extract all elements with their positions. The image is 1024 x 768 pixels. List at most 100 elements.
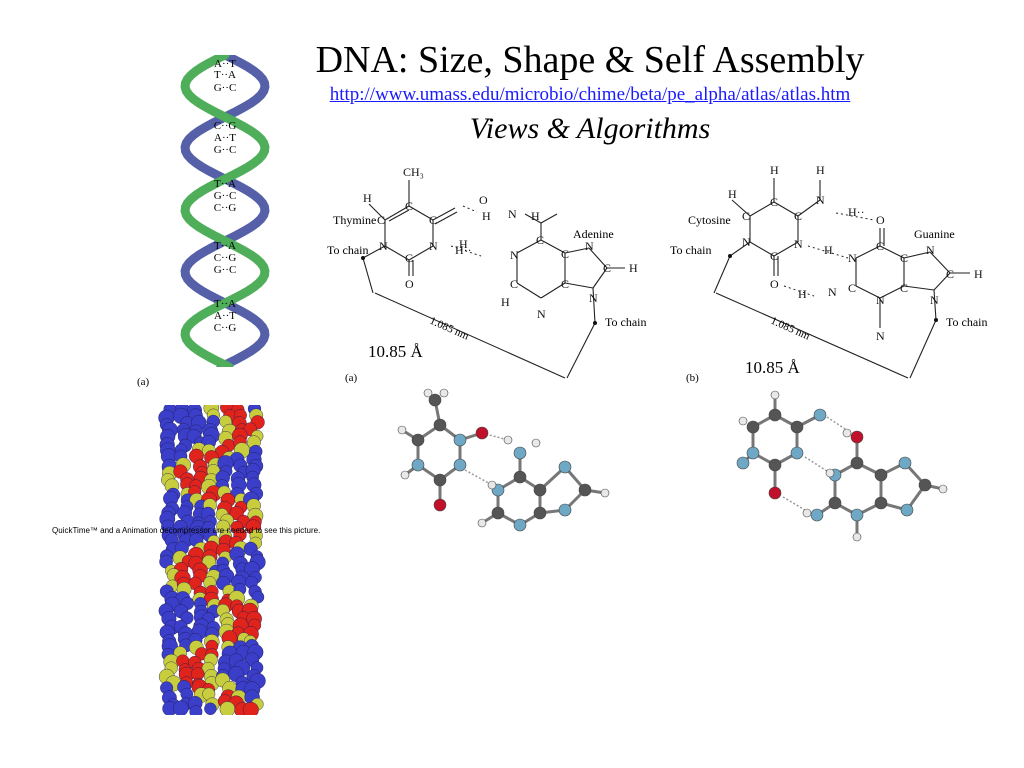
svg-text:C: C [429,213,437,227]
svg-text:N: N [537,307,546,321]
svg-text:C: C [536,233,544,247]
carbon-atom [533,483,547,497]
svg-text:C: C [876,239,884,253]
thymine-adenine-atoms [397,388,610,532]
svg-text:H: H [728,187,737,201]
carbon-atom [433,473,447,487]
svg-text:O: O [770,277,779,291]
svg-text:H··: H·· [455,243,472,257]
svg-text:N: N [794,237,803,251]
distance-angstrom-cg: 10.85 Å [745,358,800,377]
adenine-label: Adenine [573,227,614,241]
carbon-atom [491,506,505,520]
svg-text:H: H [798,287,807,301]
to-chain-left-cg: To chain [670,243,711,257]
double-helix-diagram: A··TT··AG··CC··GA··TG··CT··AG··CC··GT··A… [180,55,270,367]
nitrogen-atom [513,518,527,532]
hydrogen-atom [487,480,497,490]
oxygen-atom [768,486,782,500]
nitrogen-atom [513,446,527,460]
thymine-label: Thymine [333,213,376,227]
helix-pair-label: C··G [214,120,237,132]
nitrogen-atom [900,503,914,517]
model-atom [242,701,259,715]
distance-nm-cg: 1.085 nm [769,315,812,343]
space-filling-dna-model [158,405,266,715]
svg-text:H: H [482,209,491,223]
oxygen-atom [475,426,489,440]
helix-pair-label: G··C [214,144,237,156]
svg-text:H: H [501,295,510,309]
svg-text:C: C [603,261,611,275]
svg-text:N: N [876,329,885,343]
helix-pair-label: G··C [214,82,237,94]
hydrogen-atom [503,435,513,445]
carbon-atom [768,458,782,472]
svg-text:C: C [946,267,954,281]
oxygen-atom [433,498,447,512]
svg-text:C: C [770,249,778,263]
helix-strands [180,55,270,367]
svg-text:C: C [510,277,518,291]
hydrogen-atom [477,518,487,528]
carbon-atom [790,420,804,434]
nitrogen-atom [746,446,760,460]
carbon-atom [918,478,932,492]
carbon-atom [874,468,888,482]
nitrogen-atom [411,458,425,472]
hydrogen-atom [770,390,780,400]
cytosine-label: Cytosine [688,213,731,227]
svg-text:N: N [510,248,519,262]
carbon-atom [578,483,592,497]
svg-text:N: N [589,291,598,305]
nitrogen-atom [790,446,804,460]
svg-text:C: C [561,277,569,291]
nitrogen-atom [453,458,467,472]
hydrogen-atom [400,470,410,480]
svg-text:H: H [363,191,372,205]
ch3-label: CH₃ [403,165,424,179]
svg-text:H: H [824,243,833,257]
helix-pair-label: C··G [214,252,237,264]
hydrogen-atom [842,428,852,438]
svg-text:N: N [828,285,837,299]
carbon-atom [768,408,782,422]
svg-text:N: N [379,239,388,253]
model-atom [173,700,189,715]
carbon-atom [411,433,425,447]
distance-nm-ta: 1.085 nm [428,315,471,343]
svg-text:C: C [405,199,413,213]
cytosine-guanine-ball-stick [736,390,948,542]
helix-pair-label: C··G [214,322,237,334]
svg-text:N: N [926,243,935,257]
hydrogen-atom [938,484,948,494]
svg-text:O: O [876,213,885,227]
nitrogen-atom [898,456,912,470]
svg-text:C: C [377,213,385,227]
carbon-atom [828,496,842,510]
svg-text:N: N [508,207,517,221]
helix-pair-label: T··A [214,69,236,81]
hydrogen-atom [825,468,835,478]
carbon-atom [874,496,888,510]
to-chain-right-cg: To chain [946,315,987,329]
svg-text:O: O [405,277,414,291]
svg-text:H: H [531,209,540,223]
helix-strand [180,55,270,367]
helix-pair-label: G··C [214,264,237,276]
svg-text:N: N [930,293,939,307]
slide-title: DNA: Size, Shape & Self Assembly [315,39,865,81]
nitrogen-atom [736,456,750,470]
carbon-atom [746,420,760,434]
svg-text:N: N [816,193,825,207]
svg-text:C: C [900,281,908,295]
cytosine-guanine-atoms [736,390,948,542]
atlas-link[interactable]: http://www.umass.edu/microbio/chime/beta… [329,84,851,105]
helix-base-pairs: A··TT··AG··CC··GA··TG··CT··AG··CC··GT··A… [214,58,237,334]
svg-text:N: N [876,293,885,307]
svg-text:H: H [629,261,638,275]
svg-text:C: C [900,251,908,265]
svg-text:C: C [770,195,778,209]
helix-pair-label: A··T [214,132,236,144]
